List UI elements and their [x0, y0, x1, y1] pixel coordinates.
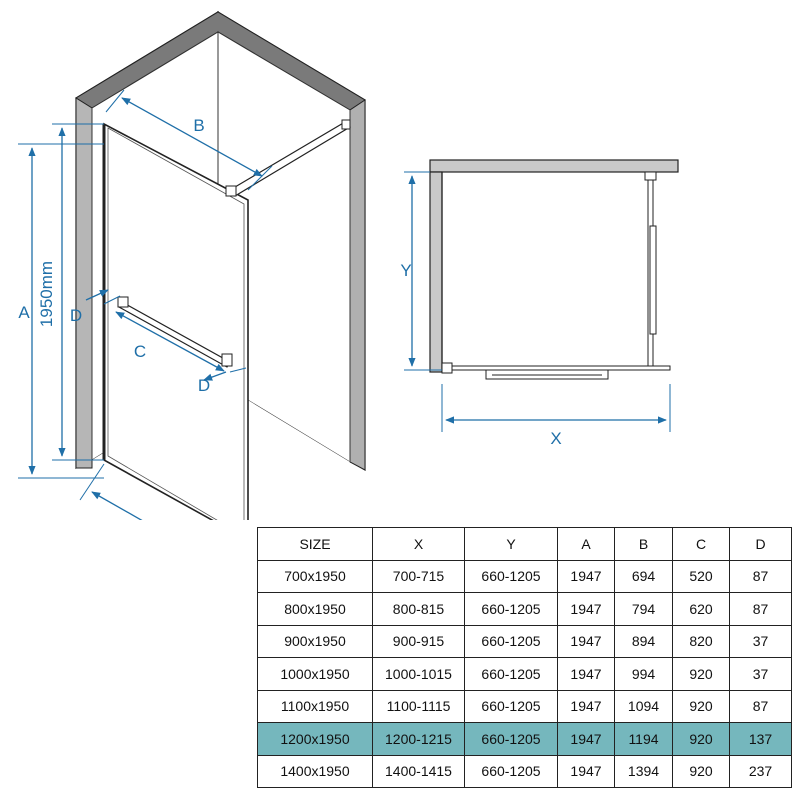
- cell-size: 900x1950: [257, 624, 373, 658]
- label-b: B: [193, 116, 204, 135]
- cell-a: 1947: [557, 624, 615, 658]
- table-row: 700x1950 700-715 660-1205 1947 694 520 8…: [257, 559, 792, 593]
- cell-b: 894: [614, 624, 673, 658]
- cell-d: 87: [729, 592, 792, 626]
- cell-size: 1100x1950: [257, 689, 373, 723]
- header-a: A: [557, 527, 615, 561]
- cell-a: 1947: [557, 754, 615, 788]
- header-size: SIZE: [257, 527, 373, 561]
- size-spec-table: SIZE X Y A B C D 700x1950 700-715 660-12…: [257, 527, 792, 788]
- dimension-a: A: [18, 143, 104, 479]
- table-header-row: SIZE X Y A B C D: [257, 527, 792, 561]
- plan-wall-top: [429, 159, 679, 173]
- dimension-d-bottom: D: [198, 367, 247, 395]
- cell-b: 994: [614, 657, 673, 691]
- label-a: A: [18, 303, 30, 322]
- header-y: Y: [464, 527, 558, 561]
- cell-a: 1947: [557, 592, 615, 626]
- perspective-view: A 1950mm B C D: [18, 10, 366, 520]
- plan-support-bar: [644, 171, 657, 369]
- cell-d: 237: [729, 754, 792, 788]
- dimension-x-perspective: X: [79, 463, 230, 520]
- cell-size: 1400x1950: [257, 754, 373, 788]
- cell-y: 660-1205: [464, 754, 558, 788]
- cell-x: 700-715: [372, 559, 465, 593]
- dimension-x-plan: X: [441, 384, 671, 448]
- cell-d: 137: [729, 722, 792, 756]
- cell-c: 520: [672, 559, 730, 593]
- cell-a: 1947: [557, 722, 615, 756]
- shower-screen-diagram: A 1950mm B C D: [18, 10, 679, 520]
- cell-x: 1400-1415: [372, 754, 465, 788]
- cell-x: 1100-1115: [372, 689, 465, 723]
- label-y: Y: [400, 261, 411, 280]
- cell-x: 1200-1215: [372, 722, 465, 756]
- plan-wall-left: [429, 171, 443, 373]
- table-row: 900x1950 900-915 660-1205 1947 894 820 3…: [257, 624, 792, 658]
- cell-c: 620: [672, 592, 730, 626]
- cell-c: 920: [672, 754, 730, 788]
- dimension-d-top: D: [70, 289, 121, 325]
- cell-y: 660-1205: [464, 624, 558, 658]
- cell-y: 660-1205: [464, 559, 558, 593]
- label-d-bottom: D: [198, 376, 210, 395]
- cell-size: 1000x1950: [257, 657, 373, 691]
- cell-c: 920: [672, 657, 730, 691]
- cell-c: 820: [672, 624, 730, 658]
- cell-y: 660-1205: [464, 592, 558, 626]
- cell-c: 920: [672, 722, 730, 756]
- cell-d: 87: [729, 559, 792, 593]
- header-d: D: [729, 527, 792, 561]
- cell-size: 1200x1950: [257, 722, 373, 756]
- cell-d: 37: [729, 624, 792, 658]
- dimension-c: C: [115, 311, 225, 372]
- cell-y: 660-1205: [464, 722, 558, 756]
- cell-size: 800x1950: [257, 592, 373, 626]
- header-x: X: [372, 527, 465, 561]
- cell-a: 1947: [557, 657, 615, 691]
- table-row: 1400x1950 1400-1415 660-1205 1947 1394 9…: [257, 754, 792, 788]
- label-d-top: D: [70, 306, 82, 325]
- table-row: 1100x1950 1100-1115 660-1205 1947 1094 9…: [257, 689, 792, 723]
- header-c: C: [672, 527, 730, 561]
- cell-b: 1094: [614, 689, 673, 723]
- table-row: 1000x1950 1000-1015 660-1205 1947 994 92…: [257, 657, 792, 691]
- table-row-highlighted: 1200x1950 1200-1215 660-1205 1947 1194 9…: [257, 722, 792, 756]
- cell-b: 1394: [614, 754, 673, 788]
- cell-y: 660-1205: [464, 689, 558, 723]
- cell-a: 1947: [557, 559, 615, 593]
- dimension-b: B: [105, 89, 273, 191]
- cell-d: 87: [729, 689, 792, 723]
- cell-c: 920: [672, 689, 730, 723]
- cell-a: 1947: [557, 689, 615, 723]
- dimension-y: Y: [400, 171, 442, 371]
- plan-view: Y X: [400, 159, 679, 448]
- label-c: C: [134, 342, 146, 361]
- cell-b: 794: [614, 592, 673, 626]
- table-row: 800x1950 800-815 660-1205 1947 794 620 8…: [257, 592, 792, 626]
- cell-x: 1000-1015: [372, 657, 465, 691]
- cell-y: 660-1205: [464, 657, 558, 691]
- header-b: B: [614, 527, 673, 561]
- label-x-plan: X: [550, 429, 561, 448]
- dimension-height: 1950mm: [37, 123, 104, 461]
- cell-x: 900-915: [372, 624, 465, 658]
- cell-d: 37: [729, 657, 792, 691]
- label-height: 1950mm: [37, 261, 56, 327]
- cell-b: 694: [614, 559, 673, 593]
- cell-b: 1194: [614, 722, 673, 756]
- plan-towel-bar: [485, 369, 609, 380]
- cell-size: 700x1950: [257, 559, 373, 593]
- cell-x: 800-815: [372, 592, 465, 626]
